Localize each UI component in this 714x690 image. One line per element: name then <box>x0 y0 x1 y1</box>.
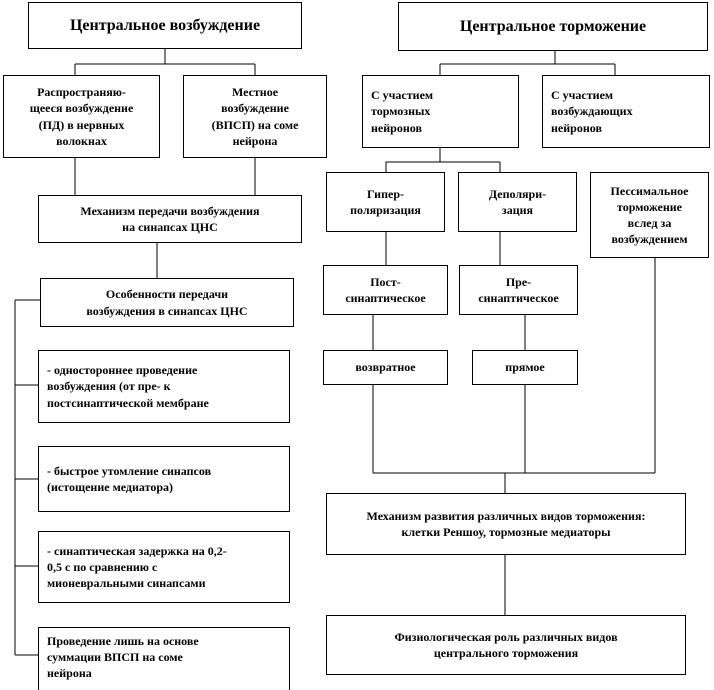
node-pessimal-inhibition: Пессимальное торможение вслед за возбужд… <box>590 172 709 258</box>
node-transmission-mechanism: Механизм передачи возбуждения на синапса… <box>38 195 302 243</box>
node-inhibition-mechanism: Механизм развития различных видов тормож… <box>326 493 686 555</box>
node-local-excitation: Местное возбуждение (ВПСП) на соме нейро… <box>183 75 327 158</box>
node-hyperpolarization: Гипер- поляризация <box>326 172 445 232</box>
node-presynaptic: Пре- синаптическое <box>459 265 578 315</box>
node-synaptic-delay: - синаптическая задержка на 0,2- 0,5 с п… <box>38 531 290 603</box>
node-synapse-fatigue: - быстрое утомление синапсов (истощение … <box>38 446 290 512</box>
node-one-way-conduction: - одностороннее проведение возбуждения (… <box>38 350 290 423</box>
node-central-inhibition: Центральное торможение <box>398 2 708 51</box>
node-direct: прямое <box>472 350 578 385</box>
node-summation-conduction: Проведение лишь на основе суммации ВПСП … <box>38 627 290 690</box>
node-transmission-features: Особенности передачи возбуждения в синап… <box>40 278 294 327</box>
node-depolarization: Деполяри- зация <box>458 172 577 232</box>
node-recurrent: возвратное <box>323 350 448 385</box>
node-physiological-role: Физиологическая роль различных видов цен… <box>326 615 686 675</box>
node-spreading-excitation: Распространяю- щееся возбуждение (ПД) в … <box>3 75 160 158</box>
node-with-excitatory-neurons: С участием возбуждающих нейронов <box>542 75 710 148</box>
node-central-excitation: Центральное возбуждение <box>28 2 302 49</box>
node-with-inhibitory-neurons: С участием тормозных нейронов <box>362 75 519 148</box>
node-postsynaptic: Пост- синаптическое <box>323 265 448 315</box>
